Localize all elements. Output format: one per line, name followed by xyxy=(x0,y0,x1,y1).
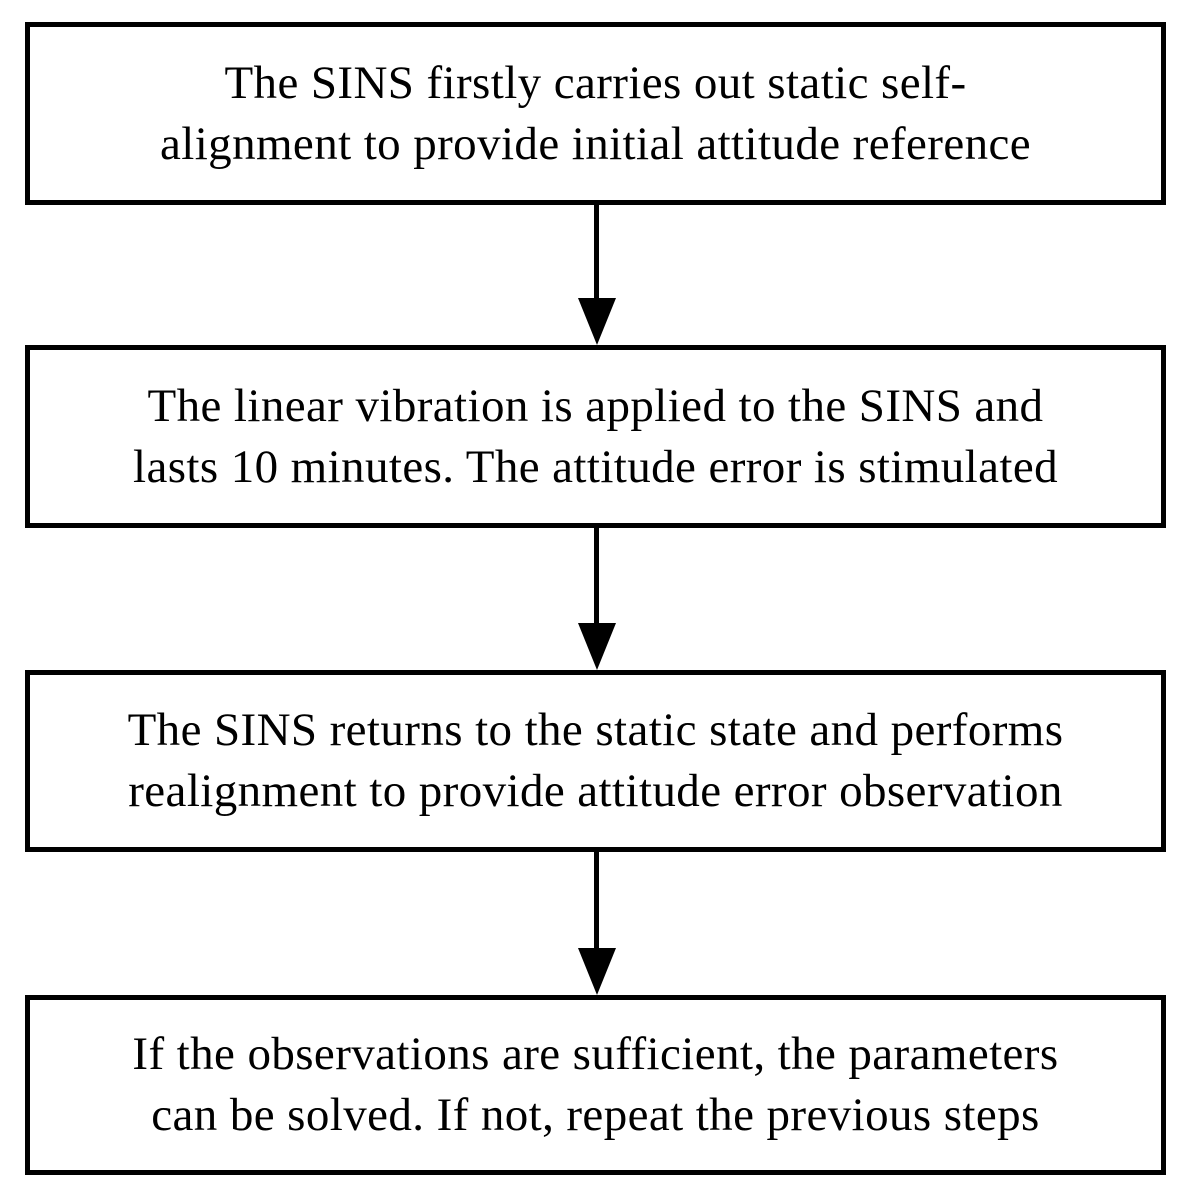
flow-step-1-line-1: The SINS firstly carries out static self… xyxy=(224,56,967,109)
flow-step-1-line-2: alignment to provide initial attitude re… xyxy=(160,117,1031,170)
flow-step-2-line-1: The linear vibration is applied to the S… xyxy=(147,379,1044,432)
arrow-stem xyxy=(594,852,599,949)
flow-step-3-line-2: realignment to provide attitude error ob… xyxy=(128,765,1063,817)
arrow-down-icon xyxy=(577,298,616,345)
arrow-down-icon xyxy=(577,948,616,995)
arrow-stem xyxy=(594,528,599,624)
flow-step-3: The SINS returns to the static state and… xyxy=(25,670,1166,852)
arrow-down-icon xyxy=(577,623,616,670)
flow-arrow-1 xyxy=(0,205,1193,345)
flow-step-3-line-1: The SINS returns to the static state and… xyxy=(127,704,1064,756)
flow-step-4: If the observations are sufficient, the … xyxy=(25,995,1166,1175)
flow-step-4-line-2: can be solved. If not, repeat the previo… xyxy=(151,1089,1040,1141)
flow-step-2-line-2: lasts 10 minutes. The attitude error is … xyxy=(132,440,1059,493)
flow-step-4-line-1: If the observations are sufficient, the … xyxy=(132,1028,1059,1080)
flow-arrow-2 xyxy=(0,528,1193,670)
flow-step-2: The linear vibration is applied to the S… xyxy=(25,345,1166,528)
arrow-stem xyxy=(594,205,599,299)
flow-arrow-3 xyxy=(0,852,1193,995)
flow-step-1: The SINS firstly carries out static self… xyxy=(25,22,1166,205)
